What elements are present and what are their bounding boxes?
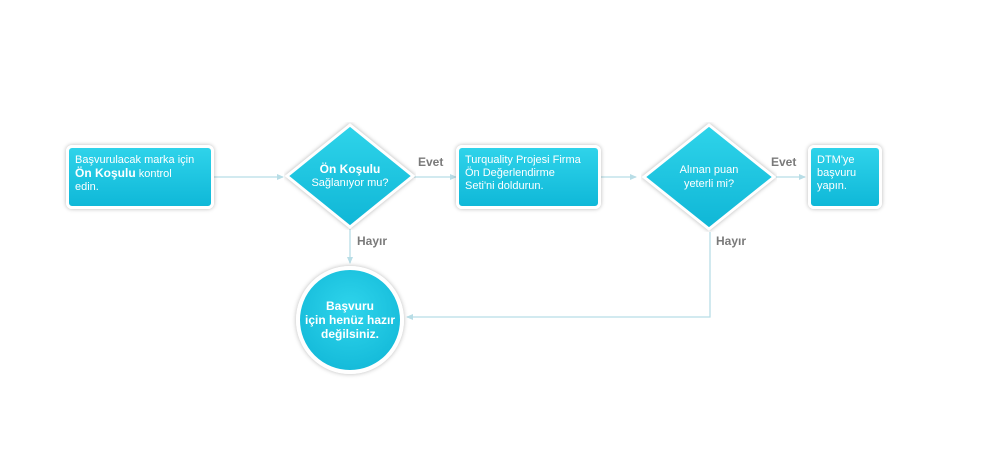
step-fill-evaluation-set-box: Turquality Projesi Firma Ön Değerlendirm…: [456, 145, 601, 209]
step1-line2-rest: kontrol: [135, 168, 172, 180]
step-apply-dtm-box: DTM'ye başvuru yapın.: [808, 145, 882, 209]
step3-line1: DTM'ye: [817, 154, 855, 166]
step2-line1: Turquality Projesi Firma: [465, 154, 581, 166]
end-line3: değilsiniz.: [320, 327, 379, 341]
step2-line3: Seti'ni doldurun.: [465, 180, 544, 192]
step1-line3: edin.: [75, 181, 99, 193]
connector-decision2-to-end: [406, 232, 711, 320]
decision-precondition-met: Ön Koşulu Sağlanıyor mu?: [284, 122, 416, 230]
decision1-strong-text: Ön Koşulu: [319, 162, 381, 176]
step2-line2: Ön Değerlendirme: [465, 167, 555, 179]
edge-label-no-2: Hayır: [716, 234, 747, 248]
decision2-line2: yeterli mi?: [683, 178, 735, 190]
decision2-line1: Alınan puan: [679, 164, 739, 176]
edge-label-yes-2: Evet: [771, 155, 797, 169]
decision1-line2: Sağlanıyor mu?: [311, 177, 389, 189]
step1-line1: Başvurulacak marka için: [75, 154, 195, 166]
edge-label-no-1: Hayır: [357, 234, 388, 248]
edge-label-yes-1: Evet: [418, 155, 444, 169]
decision2-diamond-shape: [641, 123, 777, 231]
end-line1: Başvuru: [325, 299, 375, 313]
decision-score-sufficient: Alınan puan yeterli mi?: [641, 122, 777, 232]
end-not-ready-circle: Başvuru için henüz hazır değilsiniz.: [296, 266, 404, 374]
step1-strong-text: Ön Koşulu: [75, 166, 136, 180]
step-check-precondition-box: Başvurulacak marka için Ön Koşulu kontro…: [66, 145, 214, 209]
end-line2: için henüz hazır: [304, 313, 395, 327]
decision1-diamond-shape: [284, 123, 416, 229]
step3-line3: yapın.: [817, 180, 847, 192]
step3-line2: başvuru: [817, 167, 857, 179]
